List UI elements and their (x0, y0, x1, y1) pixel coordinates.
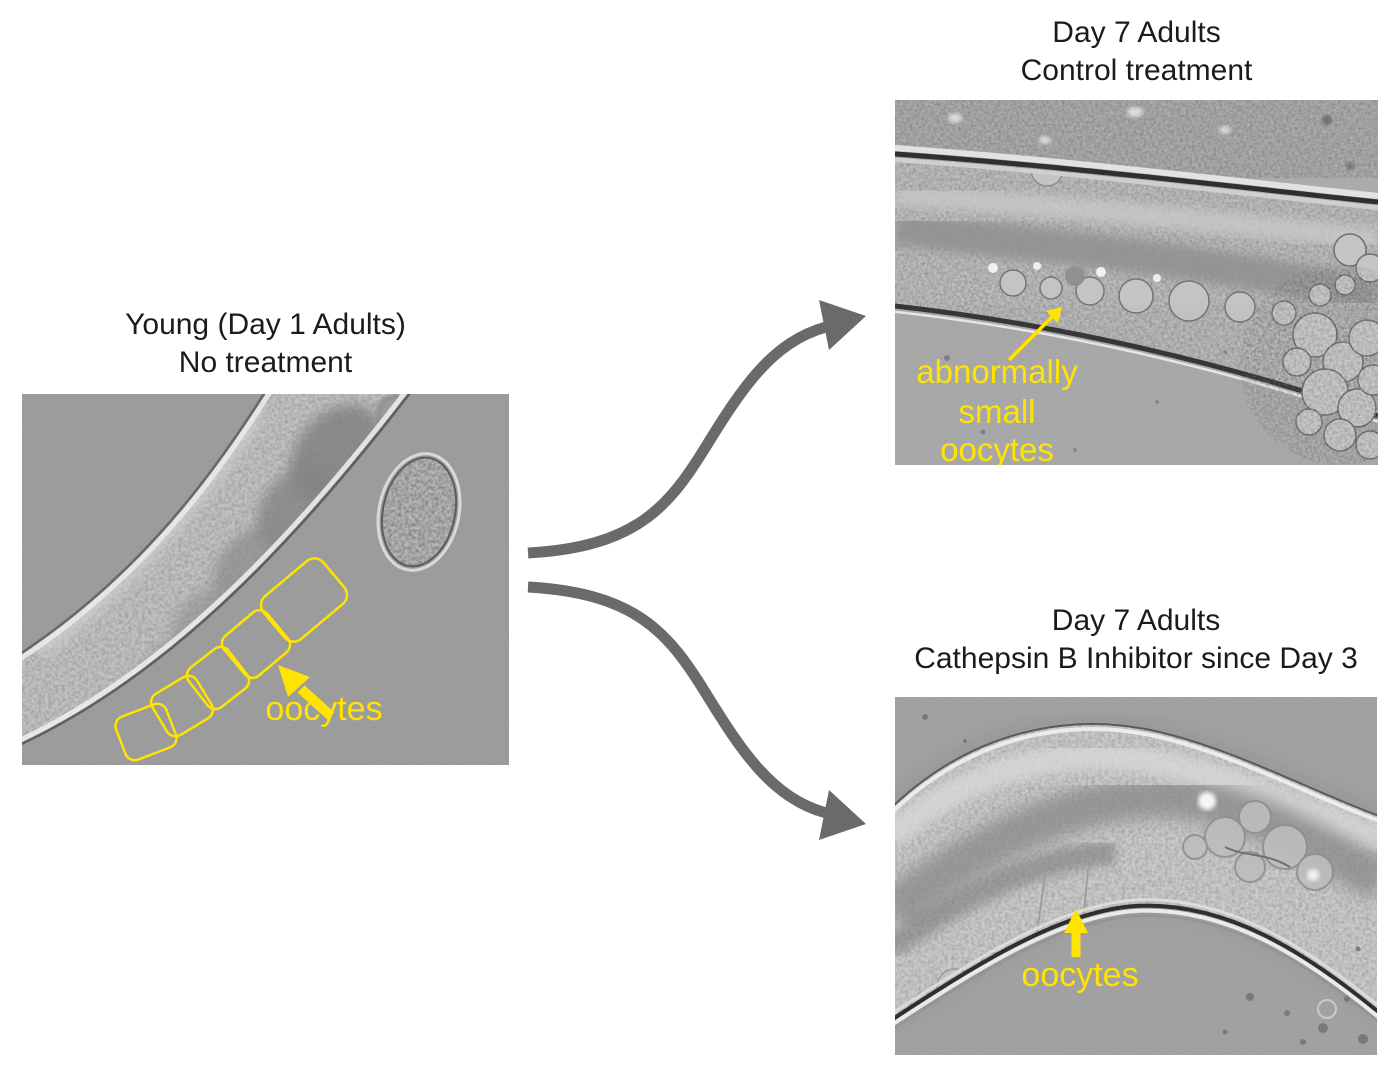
panel-title-young-line2: No treatment (178, 346, 353, 379)
arrowhead-icon (819, 300, 866, 350)
annotation-oocytes-young: oocytes (265, 690, 382, 728)
panel-title-control: Day 7 Adults Control treatment (895, 14, 1378, 90)
worm-cuticle (22, 394, 411, 745)
micrograph-control: abnormally small oocytes (895, 100, 1378, 465)
annotation-line: oocytes (940, 431, 1054, 465)
panel-title-control-line2: Control treatment (1020, 54, 1253, 87)
background-ring (1317, 999, 1337, 1019)
background-particles (922, 714, 1368, 1045)
oocyte-outline (259, 557, 349, 643)
disorganized-cells (1182, 800, 1334, 891)
oocyte-outline (149, 674, 215, 738)
annotation-small-oocytes: abnormally small oocytes (916, 353, 1078, 465)
annotation-line: small (958, 393, 1035, 430)
annotation-arrow-icon (1007, 307, 1062, 362)
annotation-line: abnormally (916, 353, 1078, 390)
flow-arrow-to-inhibitor (527, 581, 866, 840)
micrograph-inhibitor: oocytes (895, 697, 1377, 1055)
annotation-arrow-icon (1064, 909, 1088, 957)
panel-title-young-line1: Young (Day 1 Adults) (125, 308, 406, 341)
panel-title-young: Young (Day 1 Adults) No treatment (22, 306, 509, 382)
flow-arrows (527, 300, 866, 840)
panel-title-control-line1: Day 7 Adults (1052, 16, 1221, 49)
oocyte-chain-outline (114, 557, 349, 762)
arrowhead-icon (819, 790, 866, 840)
oocyte-outline (114, 702, 178, 762)
upper-cuticle (895, 145, 1378, 213)
debris-strip (895, 100, 1378, 178)
panel-title-inhibitor-line2: Cathepsin B Inhibitor since Day 3 (914, 642, 1358, 675)
oocyte-outline (220, 608, 292, 680)
panel-title-inhibitor-line1: Day 7 Adults (1051, 604, 1221, 637)
small-oocytes-row (999, 269, 1297, 326)
flow-arrow-to-control (527, 300, 866, 559)
panel-title-inhibitor: Day 7 Adults Cathepsin B Inhibitor since… (876, 602, 1396, 678)
annotation-oocytes-inhibitor: oocytes (1021, 956, 1138, 994)
worm-cuticle (895, 723, 1377, 1029)
micrograph-young: oocytes (22, 394, 509, 765)
oocyte-outline (185, 645, 251, 711)
annotation-arrow-icon (278, 665, 335, 720)
